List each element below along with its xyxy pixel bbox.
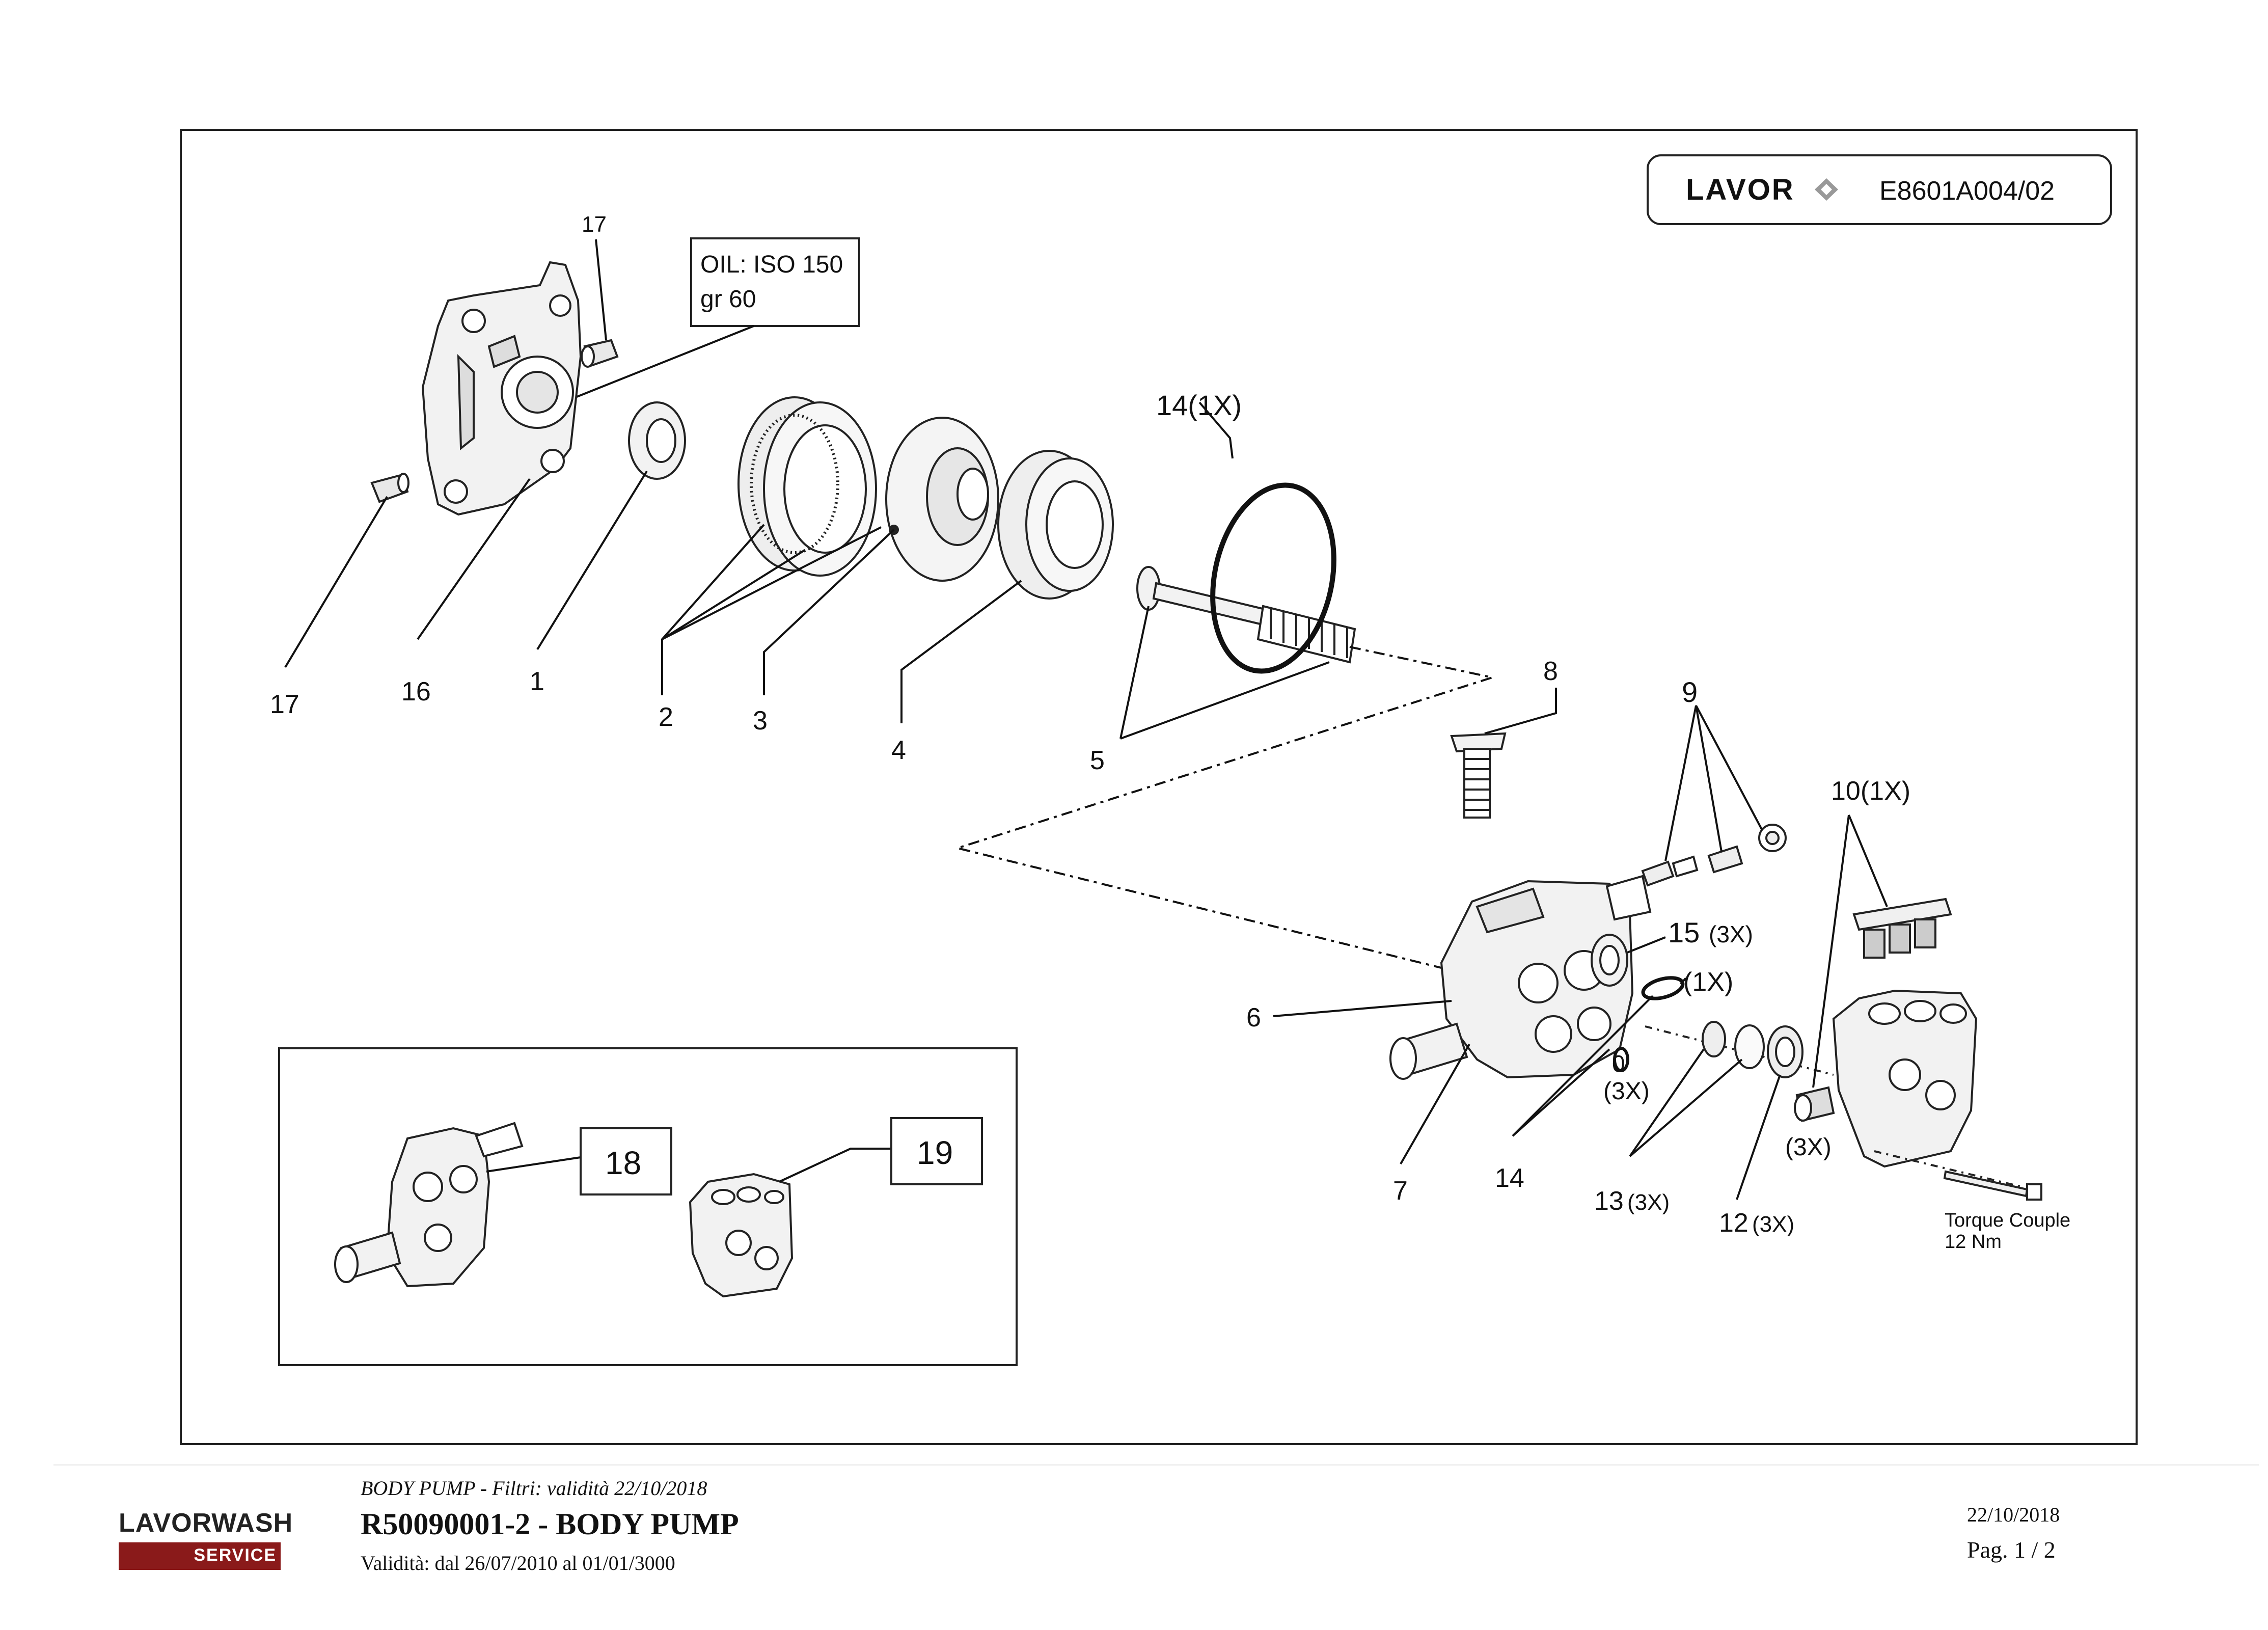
callout-12-qty: (3X) <box>1752 1212 1794 1237</box>
brand-diamond-icon <box>1815 178 1838 201</box>
callout-17-top: 17 <box>582 212 607 237</box>
part-1-oil-seal <box>628 401 686 480</box>
footer-title: R50090001-2 - BODY PUMP <box>361 1507 739 1541</box>
assembly-path <box>953 646 1496 971</box>
part-7-inlet-fitting <box>1389 1022 1468 1080</box>
part-17-plug-top <box>581 339 619 368</box>
part-bolt <box>1874 1150 2042 1201</box>
footer-separator <box>53 1464 2259 1465</box>
callout-12: 12 <box>1719 1208 1748 1238</box>
part-13-12-seal-stack <box>1645 1021 1834 1078</box>
leader-lines <box>284 239 1888 1200</box>
header-box: LAVOR E8601A004/02 <box>1647 154 2112 225</box>
callout-18: 18 <box>605 1145 641 1181</box>
callout-17-left: 17 <box>270 690 299 719</box>
part-17-plug-left <box>370 473 409 503</box>
callout-10-1x: 10(1X) <box>1831 776 1910 806</box>
part-14-o-ring <box>1210 482 1336 674</box>
callout-0: 0 <box>1612 1050 1625 1077</box>
footer-date: 22/10/2018 <box>1967 1503 2060 1526</box>
part-manifold <box>1832 989 1978 1168</box>
part-6-pump-head <box>1440 875 1652 1079</box>
callout-15: 15 <box>1668 916 1700 948</box>
inset-kits: 18 19 <box>278 1047 1018 1366</box>
part-16-crankcase-cover <box>421 261 582 516</box>
callout-13-qty: (3X) <box>1627 1190 1670 1215</box>
callout-3: 3 <box>753 706 768 736</box>
part-10-valve-block <box>1852 898 1952 959</box>
callout-15-qty: (3X) <box>1709 921 1753 947</box>
callout-2: 2 <box>659 702 673 732</box>
part-3-wobble-plate <box>885 417 999 582</box>
brand-logo: LAVOR <box>1686 173 1795 206</box>
kit-19-box <box>890 1117 983 1185</box>
kit-18-box <box>580 1127 672 1196</box>
part-9-bypass-parts <box>1641 824 1787 887</box>
drawing-frame <box>180 129 2138 1445</box>
svg-text:gr 60: gr 60 <box>700 286 756 313</box>
callout-14: 14 <box>1495 1163 1524 1193</box>
part-oring-small <box>1641 976 1685 1000</box>
torque-label: Torque Couple <box>1945 1210 2070 1231</box>
oil-note: OIL: ISO 150 gr 60 <box>550 237 860 409</box>
lavorwash-service-logo: LAVORWASH SERVICE <box>119 1508 292 1570</box>
callout-13: 13 <box>1594 1186 1624 1216</box>
callout-1: 1 <box>530 667 544 696</box>
callout-3x-a: (3X) <box>1603 1078 1650 1105</box>
callout-5: 5 <box>1090 746 1105 775</box>
callout-3x-b: (3X) <box>1785 1134 1832 1161</box>
callout-1x: (1X) <box>1683 967 1733 997</box>
callout-6: 6 <box>1246 1003 1261 1033</box>
callout-19: 19 <box>917 1134 953 1171</box>
torque-value: 12 Nm <box>1945 1231 2002 1253</box>
footer-subtitle: BODY PUMP - Filtri: validità 22/10/2018 <box>361 1477 707 1500</box>
part-2-bearing <box>737 396 877 577</box>
part-0-ring <box>1613 1047 1629 1072</box>
part-8-valve <box>1450 732 1507 819</box>
drawing-code: E8601A004/02 <box>1879 176 2055 206</box>
part-check-valve <box>1794 1086 1835 1122</box>
callout-7: 7 <box>1393 1176 1408 1206</box>
callout-4: 4 <box>891 736 906 765</box>
svg-text:OIL: ISO 150: OIL: ISO 150 <box>700 251 843 278</box>
footer-page: Pag. 1 / 2 <box>1967 1537 2056 1563</box>
callout-14-1x: 14(1X) <box>1156 389 1242 421</box>
callout-16: 16 <box>401 677 431 707</box>
kit-18-pump-head <box>334 1122 524 1288</box>
part-15-seal <box>1591 934 1628 987</box>
kit-19-manifold <box>689 1173 794 1298</box>
footer-validity: Validità: dal 26/07/2010 al 01/01/3000 <box>361 1552 675 1574</box>
callout-9: 9 <box>1682 676 1698 708</box>
callout-8: 8 <box>1543 657 1558 686</box>
part-4-thrust-bearing <box>997 450 1114 600</box>
